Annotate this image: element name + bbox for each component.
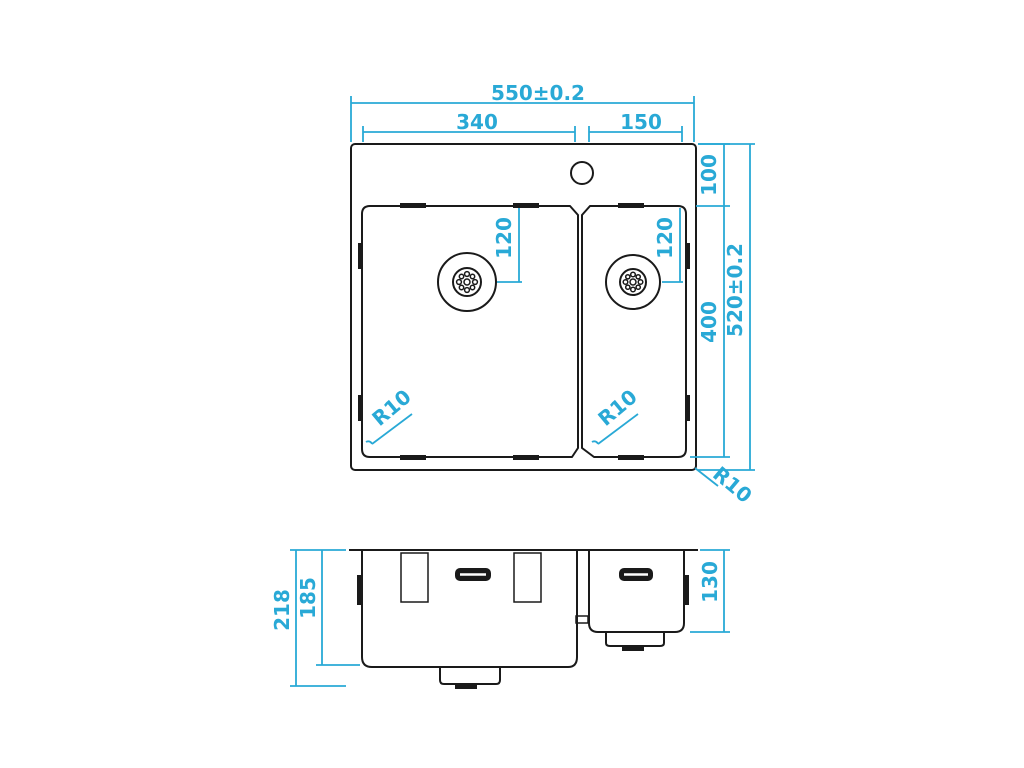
dim-drain-offset-large: 120: [492, 217, 516, 259]
top-view-dimensions: 550±0.2 340 150 100 400 520±0.2 120 120: [350, 81, 757, 508]
side-view: [349, 549, 698, 689]
small-waste-outlet-icon: [605, 632, 665, 651]
clip-icon: [685, 395, 690, 421]
dim-radius-small: R10: [593, 385, 642, 431]
top-view: [350, 143, 697, 471]
dim-tap-offset: 100: [697, 154, 721, 196]
large-waste-outlet-icon: [439, 667, 501, 689]
dim-large-bowl-width: 340: [456, 110, 498, 134]
dim-radius-large: R10: [367, 385, 416, 431]
dim-small-bowl-height: 130: [698, 561, 722, 603]
dim-bowl-length: 400: [697, 301, 721, 343]
small-bowl-drain-icon: [605, 254, 661, 310]
overflow-grille-icon: [619, 568, 653, 581]
large-bowl-outline: [361, 205, 579, 458]
dim-large-bowl-height: 185: [296, 577, 320, 619]
clip-icon: [618, 203, 644, 208]
clip-icon: [618, 455, 644, 460]
dim-overall-width: 550±0.2: [491, 81, 585, 105]
clip-icon: [684, 575, 689, 605]
dim-small-bowl-width: 150: [620, 110, 662, 134]
clip-icon: [358, 243, 363, 269]
clip-icon: [400, 203, 426, 208]
dim-overall-depth: 520±0.2: [723, 243, 747, 337]
dim-drain-offset-small: 120: [653, 217, 677, 259]
small-bowl-outline: [581, 205, 687, 458]
overflow-connector-icon: [575, 615, 589, 624]
clip-icon: [400, 455, 426, 460]
clip-icon: [357, 575, 362, 605]
sink-outer-rim: [350, 143, 697, 471]
tap-hole-icon: [570, 161, 594, 185]
large-bowl-drain-icon: [437, 252, 497, 312]
dim-total-height: 218: [270, 589, 294, 631]
clip-icon: [358, 395, 363, 421]
overflow-slot-icon: [400, 552, 429, 603]
small-bowl-section: [588, 550, 685, 633]
overflow-grille-icon: [455, 568, 491, 581]
side-view-dimensions: 218 185 130: [270, 549, 730, 687]
large-bowl-section: [361, 550, 578, 668]
overflow-slot-icon: [513, 552, 542, 603]
clip-icon: [685, 243, 690, 269]
clip-icon: [513, 203, 539, 208]
clip-icon: [513, 455, 539, 460]
